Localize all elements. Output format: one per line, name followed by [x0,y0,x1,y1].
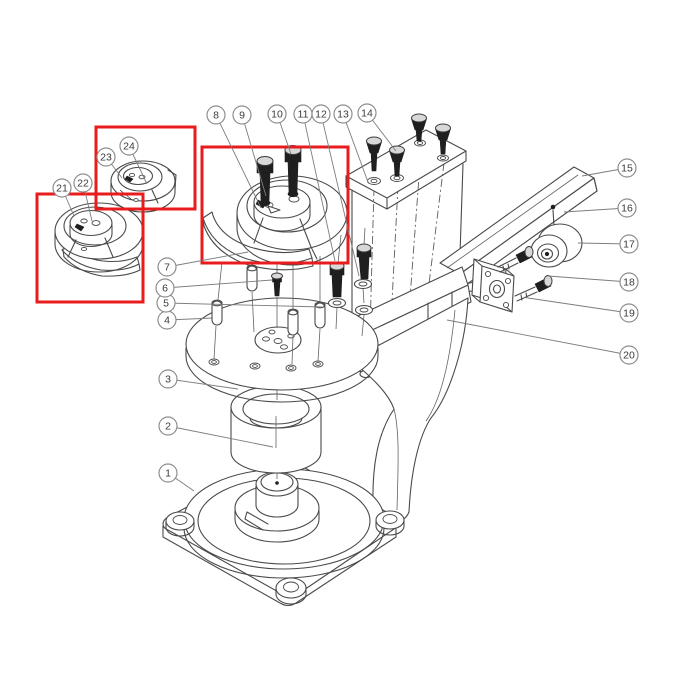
part-callout-12: 12 [311,104,360,277]
svg-text:5: 5 [163,298,169,310]
part-callout-9: 9 [232,105,267,197]
svg-text:13: 13 [337,109,349,121]
part-callout-18: 18 [547,272,639,292]
part-callout-8: 8 [206,105,262,209]
stop-pin [550,204,556,227]
svg-text:24: 24 [123,141,135,153]
svg-text:18: 18 [623,277,635,289]
part-callout-1: 1 [158,463,195,492]
highlight-box-scroll-die [200,145,350,265]
svg-text:17: 17 [623,239,635,251]
highlight-boxes [35,125,350,304]
plate-screws [366,113,451,177]
svg-text:16: 16 [621,203,633,215]
part-callout-15: 15 [581,158,637,178]
svg-text:21: 21 [56,183,68,195]
svg-text:12: 12 [315,109,327,121]
scroll-die-assembly [202,145,348,271]
svg-text:22: 22 [77,178,89,190]
top-plate [345,129,467,210]
svg-text:9: 9 [239,110,245,122]
part-callout-16: 16 [563,198,637,218]
part-callout-14: 14 [357,103,397,152]
part-callout-24: 24 [119,136,148,185]
part-callout-20: 20 [446,319,639,365]
svg-text:10: 10 [271,109,283,121]
base-plate [162,452,405,607]
part-callout-7: 7 [157,251,249,277]
part-callout-13: 13 [333,104,369,183]
part-callout-4: 4 [157,310,214,330]
bracket-bolts [497,246,553,302]
part-callout-11: 11 [293,104,336,262]
part-callout-22: 22 [73,173,93,222]
svg-text:23: 23 [100,152,112,164]
highlight-box-parts-21-22 [35,192,145,304]
part-callout-19: 19 [527,297,639,323]
spare-scroll-die-large [54,202,144,277]
spare-scroll-die-small [110,160,177,213]
svg-text:8: 8 [213,110,219,122]
pins-and-screws [211,227,374,365]
svg-text:3: 3 [165,374,171,386]
svg-text:15: 15 [621,163,633,175]
svg-text:11: 11 [298,109,309,121]
follower-roller [530,223,583,268]
spacer-bushing [230,354,322,474]
svg-text:14: 14 [361,108,373,120]
part-callout-10: 10 [267,104,292,155]
svg-text:19: 19 [623,308,635,320]
svg-text:20: 20 [623,350,635,362]
svg-text:6: 6 [162,283,168,295]
callouts: 1 2 3 4 5 6 7 8 9 10 11 12 13 14 15 16 1… [52,103,639,492]
part-callout-21: 21 [52,178,75,217]
part-callout-17: 17 [577,234,639,254]
part-callout-23: 23 [96,147,123,179]
part-callout-3: 3 [158,369,239,390]
part-callout-2: 2 [158,416,274,448]
highlight-box-parts-23-24 [94,125,197,211]
bend-arm-bar [439,166,598,288]
svg-text:4: 4 [164,315,170,327]
svg-text:2: 2 [165,421,171,433]
part-callout-6: 6 [155,278,273,298]
svg-text:7: 7 [164,262,170,274]
svg-text:1: 1 [165,468,171,480]
